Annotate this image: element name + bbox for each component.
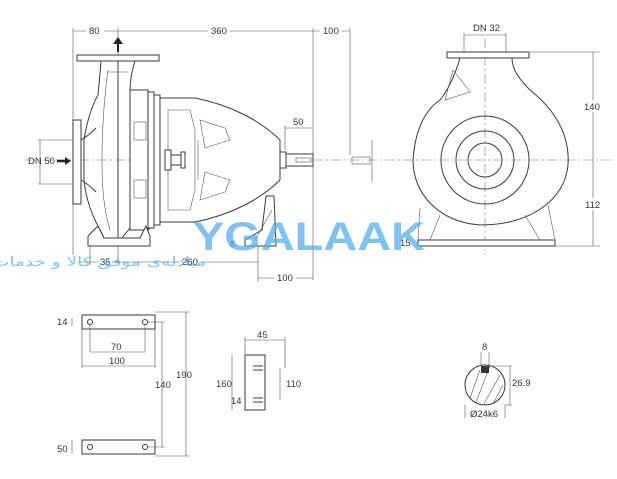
pump-casing [83,60,151,239]
dim-35: 35 [100,257,111,268]
dim-50: 50 [293,117,304,128]
dim-key-8: 8 [482,342,487,353]
shaft-keyway [295,157,312,163]
dim-45: 45 [257,330,268,341]
inlet-flange [72,119,82,205]
volute-outline [412,57,569,226]
watermark-brand: YGALAAK [193,215,425,259]
dim-80: 80 [89,26,100,37]
dim-dn50: DN 50 [28,156,55,167]
dim-8: 8 [230,239,235,250]
coupling-key [351,156,371,165]
dim-14-foot: 14 [57,317,68,328]
dim-100-foot: 100 [277,273,293,284]
casing-cover [129,89,149,231]
dim-190: 190 [176,370,192,381]
dim-260: 260 [182,257,198,268]
front-view: DN 32 140 112 15 [400,23,603,255]
front-base [417,239,556,247]
shaft-collar [279,151,287,169]
bearing-bracket [159,97,281,223]
casing-foot [87,224,151,247]
dim-112: 112 [585,200,600,211]
foot-plan: 14 70 100 140 190 50 [57,311,192,457]
dim-70: 70 [111,342,122,353]
dim-100-foot-plan: 100 [109,356,125,367]
side-view: 80 360 100 DN 50 [28,25,373,284]
watermark-logo: YGALAAK مبادله‌ی موفق کالا و خدمات [0,215,425,270]
outlet-arrow-icon [113,37,123,52]
dim-dn32: DN 32 [473,23,500,34]
dim-15: 15 [400,238,411,249]
inlet-arrow-icon [57,157,71,165]
shaft [285,153,314,167]
dim-26-9: 26.9 [512,378,531,389]
dim-140-front: 140 [584,102,600,113]
front-outlet-flange [446,51,530,59]
dim-shaft-dia: Ø24k6 [470,409,498,420]
dim-50-foot: 50 [57,444,68,455]
dim-100-top: 100 [323,26,339,37]
dim-160: 160 [216,379,232,390]
bracket-foot [244,195,277,247]
dim-140-foot: 140 [155,380,171,391]
dim-14-bracket: 14 [231,396,242,407]
shaft-section: 8 26.9 Ø24k6 [464,342,531,420]
dim-360: 360 [211,26,227,37]
dim-110: 110 [286,379,301,390]
bracket-foot-plan: 45 160 110 14 [216,330,301,411]
outlet-flange [76,54,160,62]
shaft-key [481,366,489,373]
suction-bore [467,142,503,178]
casing-ring-outer [440,115,530,205]
watermark-tagline: مبادله‌ی موفق کالا و خدمات [0,255,206,270]
